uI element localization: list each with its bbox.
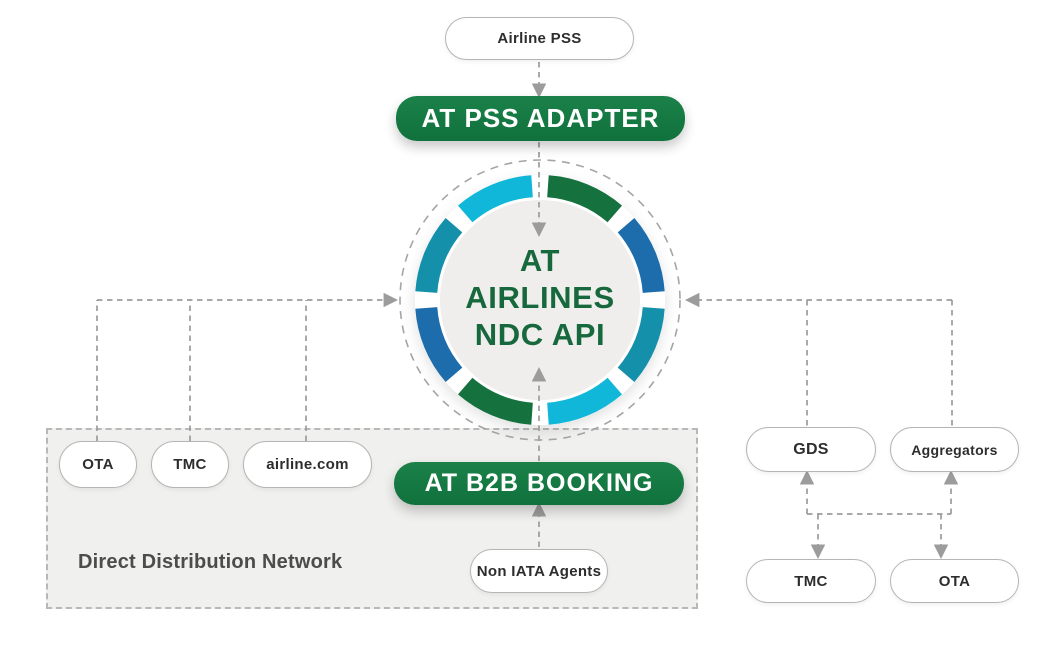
node-direct-ota: OTA [59, 441, 137, 488]
ring-segment-5 [457, 377, 534, 425]
ring-segment-4 [546, 377, 623, 425]
ring-segment-8 [457, 175, 534, 223]
node-non-iata-agents: Non IATA Agents [470, 549, 608, 593]
node-airline-pss: Airline PSS [445, 17, 634, 60]
hub-title-line2: AIRLINES [465, 280, 615, 315]
node-at-b2b-booking: AT B2B BOOKING [394, 462, 684, 505]
hub-title-line3: NDC API [474, 317, 606, 352]
node-indirect-tmc: TMC [746, 559, 876, 603]
hub-title: AT AIRLINES NDC API [440, 242, 640, 353]
ring-segment-1 [546, 175, 623, 223]
hub-title-line1: AT [519, 243, 561, 278]
node-airline-com: airline.com [243, 441, 372, 488]
node-at-pss-adapter: AT PSS ADAPTER [396, 96, 685, 141]
direct-distribution-label: Direct Distribution Network [78, 551, 343, 573]
node-aggregators: Aggregators [890, 427, 1019, 472]
node-indirect-ota: OTA [890, 559, 1019, 603]
node-direct-tmc: TMC [151, 441, 229, 488]
node-gds: GDS [746, 427, 876, 472]
